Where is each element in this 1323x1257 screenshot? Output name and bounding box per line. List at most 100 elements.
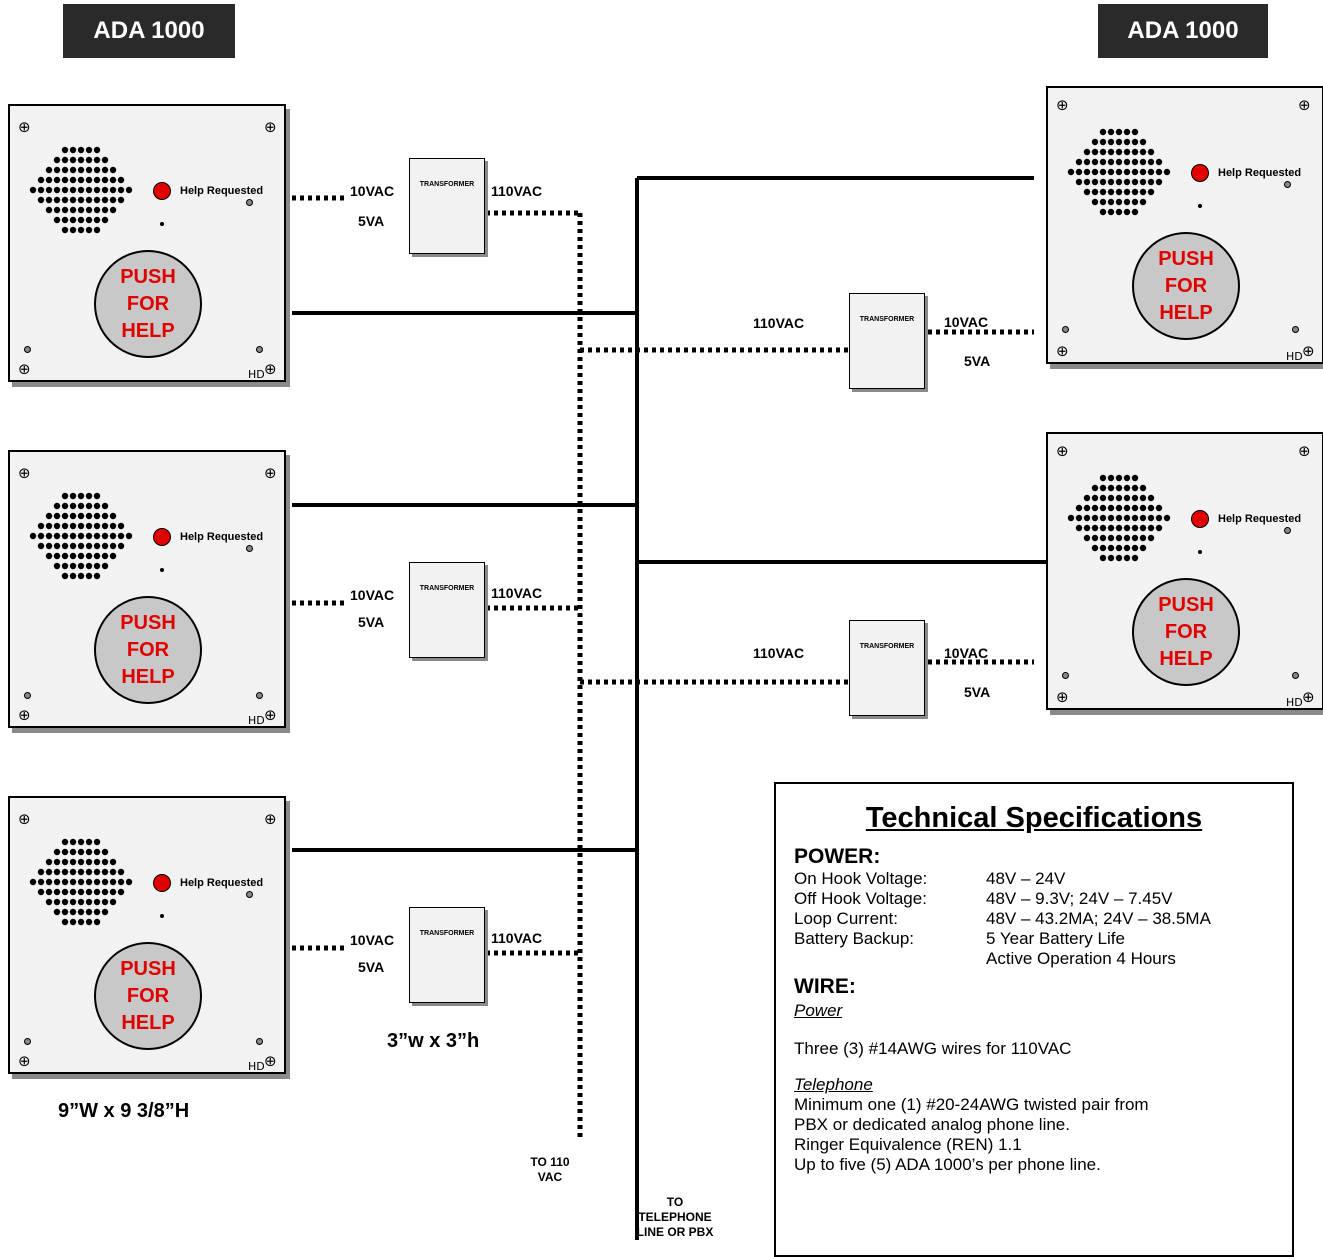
screw-icon: ⊕ bbox=[18, 706, 31, 724]
power-label-5va: 5VA bbox=[964, 684, 991, 700]
screw-icon: ⊕ bbox=[18, 1052, 31, 1070]
small-screw-icon bbox=[256, 346, 263, 353]
power-label-5va: 5VA bbox=[358, 614, 385, 630]
power-subheading: Power bbox=[794, 1001, 843, 1020]
help-requested-label: Help Requested bbox=[180, 531, 264, 543]
microphone-icon bbox=[160, 568, 164, 572]
hd-logo-icon: HD bbox=[248, 368, 265, 381]
screw-icon: ⊕ bbox=[1298, 442, 1311, 460]
hd-logo-icon: HD bbox=[248, 714, 265, 727]
screw-icon: ⊕ bbox=[264, 1052, 277, 1070]
transformer-right-2: TRANSFORMER bbox=[849, 620, 925, 716]
transformer-right-1: TRANSFORMER bbox=[849, 293, 925, 389]
voltage-label-110vac: 110VAC bbox=[491, 183, 543, 199]
small-screw-icon bbox=[256, 1038, 263, 1045]
microphone-icon bbox=[160, 914, 164, 918]
voltage-label-10vac: 10VAC bbox=[944, 314, 989, 330]
voltage-label-10vac: 10VAC bbox=[350, 932, 395, 948]
right-title: ADA 1000 bbox=[1098, 4, 1268, 58]
voltage-label-10vac: 10VAC bbox=[350, 587, 395, 603]
power-heading: POWER: bbox=[794, 845, 881, 868]
small-screw-icon bbox=[1292, 672, 1299, 679]
help-requested-label: Help Requested bbox=[180, 877, 264, 889]
telephone-line: Up to five (5) ADA 1000’s per phone line… bbox=[794, 1155, 1101, 1174]
telephone-subheading: Telephone bbox=[794, 1075, 873, 1094]
screw-icon: ⊕ bbox=[1298, 96, 1311, 114]
voltage-label-110vac: 110VAC bbox=[491, 930, 543, 946]
hd-logo-icon: HD bbox=[1286, 350, 1303, 363]
help-requested-label: Help Requested bbox=[180, 185, 264, 197]
help-requested-label: Help Requested bbox=[1218, 167, 1302, 179]
power-wire-text: Three (3) #14AWG wires for 110VAC bbox=[794, 1039, 1072, 1058]
screw-icon: ⊕ bbox=[1302, 688, 1315, 706]
speaker-grille-icon bbox=[29, 146, 133, 234]
transformer-dimensions: 3”w x 3”h bbox=[387, 1030, 480, 1052]
unit-dimensions: 9”W x 9 3/8”H bbox=[58, 1100, 190, 1122]
screw-icon: ⊕ bbox=[264, 118, 277, 136]
help-requested-led bbox=[1191, 164, 1209, 182]
screw-icon: ⊕ bbox=[264, 360, 277, 378]
speaker-grille-icon bbox=[1067, 474, 1171, 562]
speaker-grille-icon bbox=[29, 838, 133, 926]
speaker-grille-icon bbox=[1067, 128, 1171, 216]
screw-icon: ⊕ bbox=[1056, 96, 1069, 114]
telephone-line: PBX or dedicated analog phone line. bbox=[794, 1115, 1070, 1134]
telephone-line: Minimum one (1) #20-24AWG twisted pair f… bbox=[794, 1095, 1149, 1114]
spec-row: Active Operation 4 Hours bbox=[986, 949, 1176, 968]
power-label-5va: 5VA bbox=[358, 959, 385, 975]
small-screw-icon bbox=[1292, 326, 1299, 333]
telephone-line: Ringer Equivalence (REN) 1.1 bbox=[794, 1135, 1022, 1154]
screw-icon: ⊕ bbox=[18, 360, 31, 378]
small-screw-icon bbox=[24, 346, 31, 353]
screw-icon: ⊕ bbox=[264, 464, 277, 482]
spec-row: On Hook Voltage:48V – 24V bbox=[794, 869, 1066, 888]
microphone-icon bbox=[1198, 204, 1202, 208]
power-label-5va: 5VA bbox=[964, 353, 991, 369]
small-screw-icon bbox=[1284, 181, 1291, 188]
screw-icon: ⊕ bbox=[18, 810, 31, 828]
specs-title: Technical Specifications bbox=[865, 802, 1203, 834]
screw-icon: ⊕ bbox=[18, 464, 31, 482]
transformer-left-3: TRANSFORMER bbox=[409, 907, 485, 1003]
small-screw-icon bbox=[1062, 326, 1069, 333]
spec-row: Off Hook Voltage:48V – 9.3V; 24V – 7.45V bbox=[794, 889, 1173, 908]
small-screw-icon bbox=[246, 199, 253, 206]
small-screw-icon bbox=[246, 545, 253, 552]
microphone-icon bbox=[1198, 550, 1202, 554]
help-requested-led bbox=[153, 528, 171, 546]
voltage-label-110vac: 110VAC bbox=[753, 645, 805, 661]
screw-icon: ⊕ bbox=[1056, 342, 1069, 360]
small-screw-icon bbox=[246, 891, 253, 898]
screw-icon: ⊕ bbox=[1056, 688, 1069, 706]
screw-icon: ⊕ bbox=[18, 118, 31, 136]
small-screw-icon bbox=[1062, 672, 1069, 679]
microphone-icon bbox=[160, 222, 164, 226]
left-title: ADA 1000 bbox=[63, 4, 235, 58]
screw-icon: ⊕ bbox=[1056, 442, 1069, 460]
voltage-label-10vac: 10VAC bbox=[944, 645, 989, 661]
screw-icon: ⊕ bbox=[264, 810, 277, 828]
small-screw-icon bbox=[24, 692, 31, 699]
spec-row: Battery Backup:5 Year Battery Life bbox=[794, 929, 1125, 948]
small-screw-icon bbox=[24, 1038, 31, 1045]
voltage-label-110vac: 110VAC bbox=[753, 315, 805, 331]
power-label-5va: 5VA bbox=[358, 213, 385, 229]
screw-icon: ⊕ bbox=[264, 706, 277, 724]
voltage-label-10vac: 10VAC bbox=[350, 183, 395, 199]
technical-specifications-panel: Technical Specifications POWER: On Hook … bbox=[774, 782, 1294, 1257]
wire-heading: WIRE: bbox=[794, 975, 856, 998]
hd-logo-icon: HD bbox=[248, 1060, 265, 1073]
